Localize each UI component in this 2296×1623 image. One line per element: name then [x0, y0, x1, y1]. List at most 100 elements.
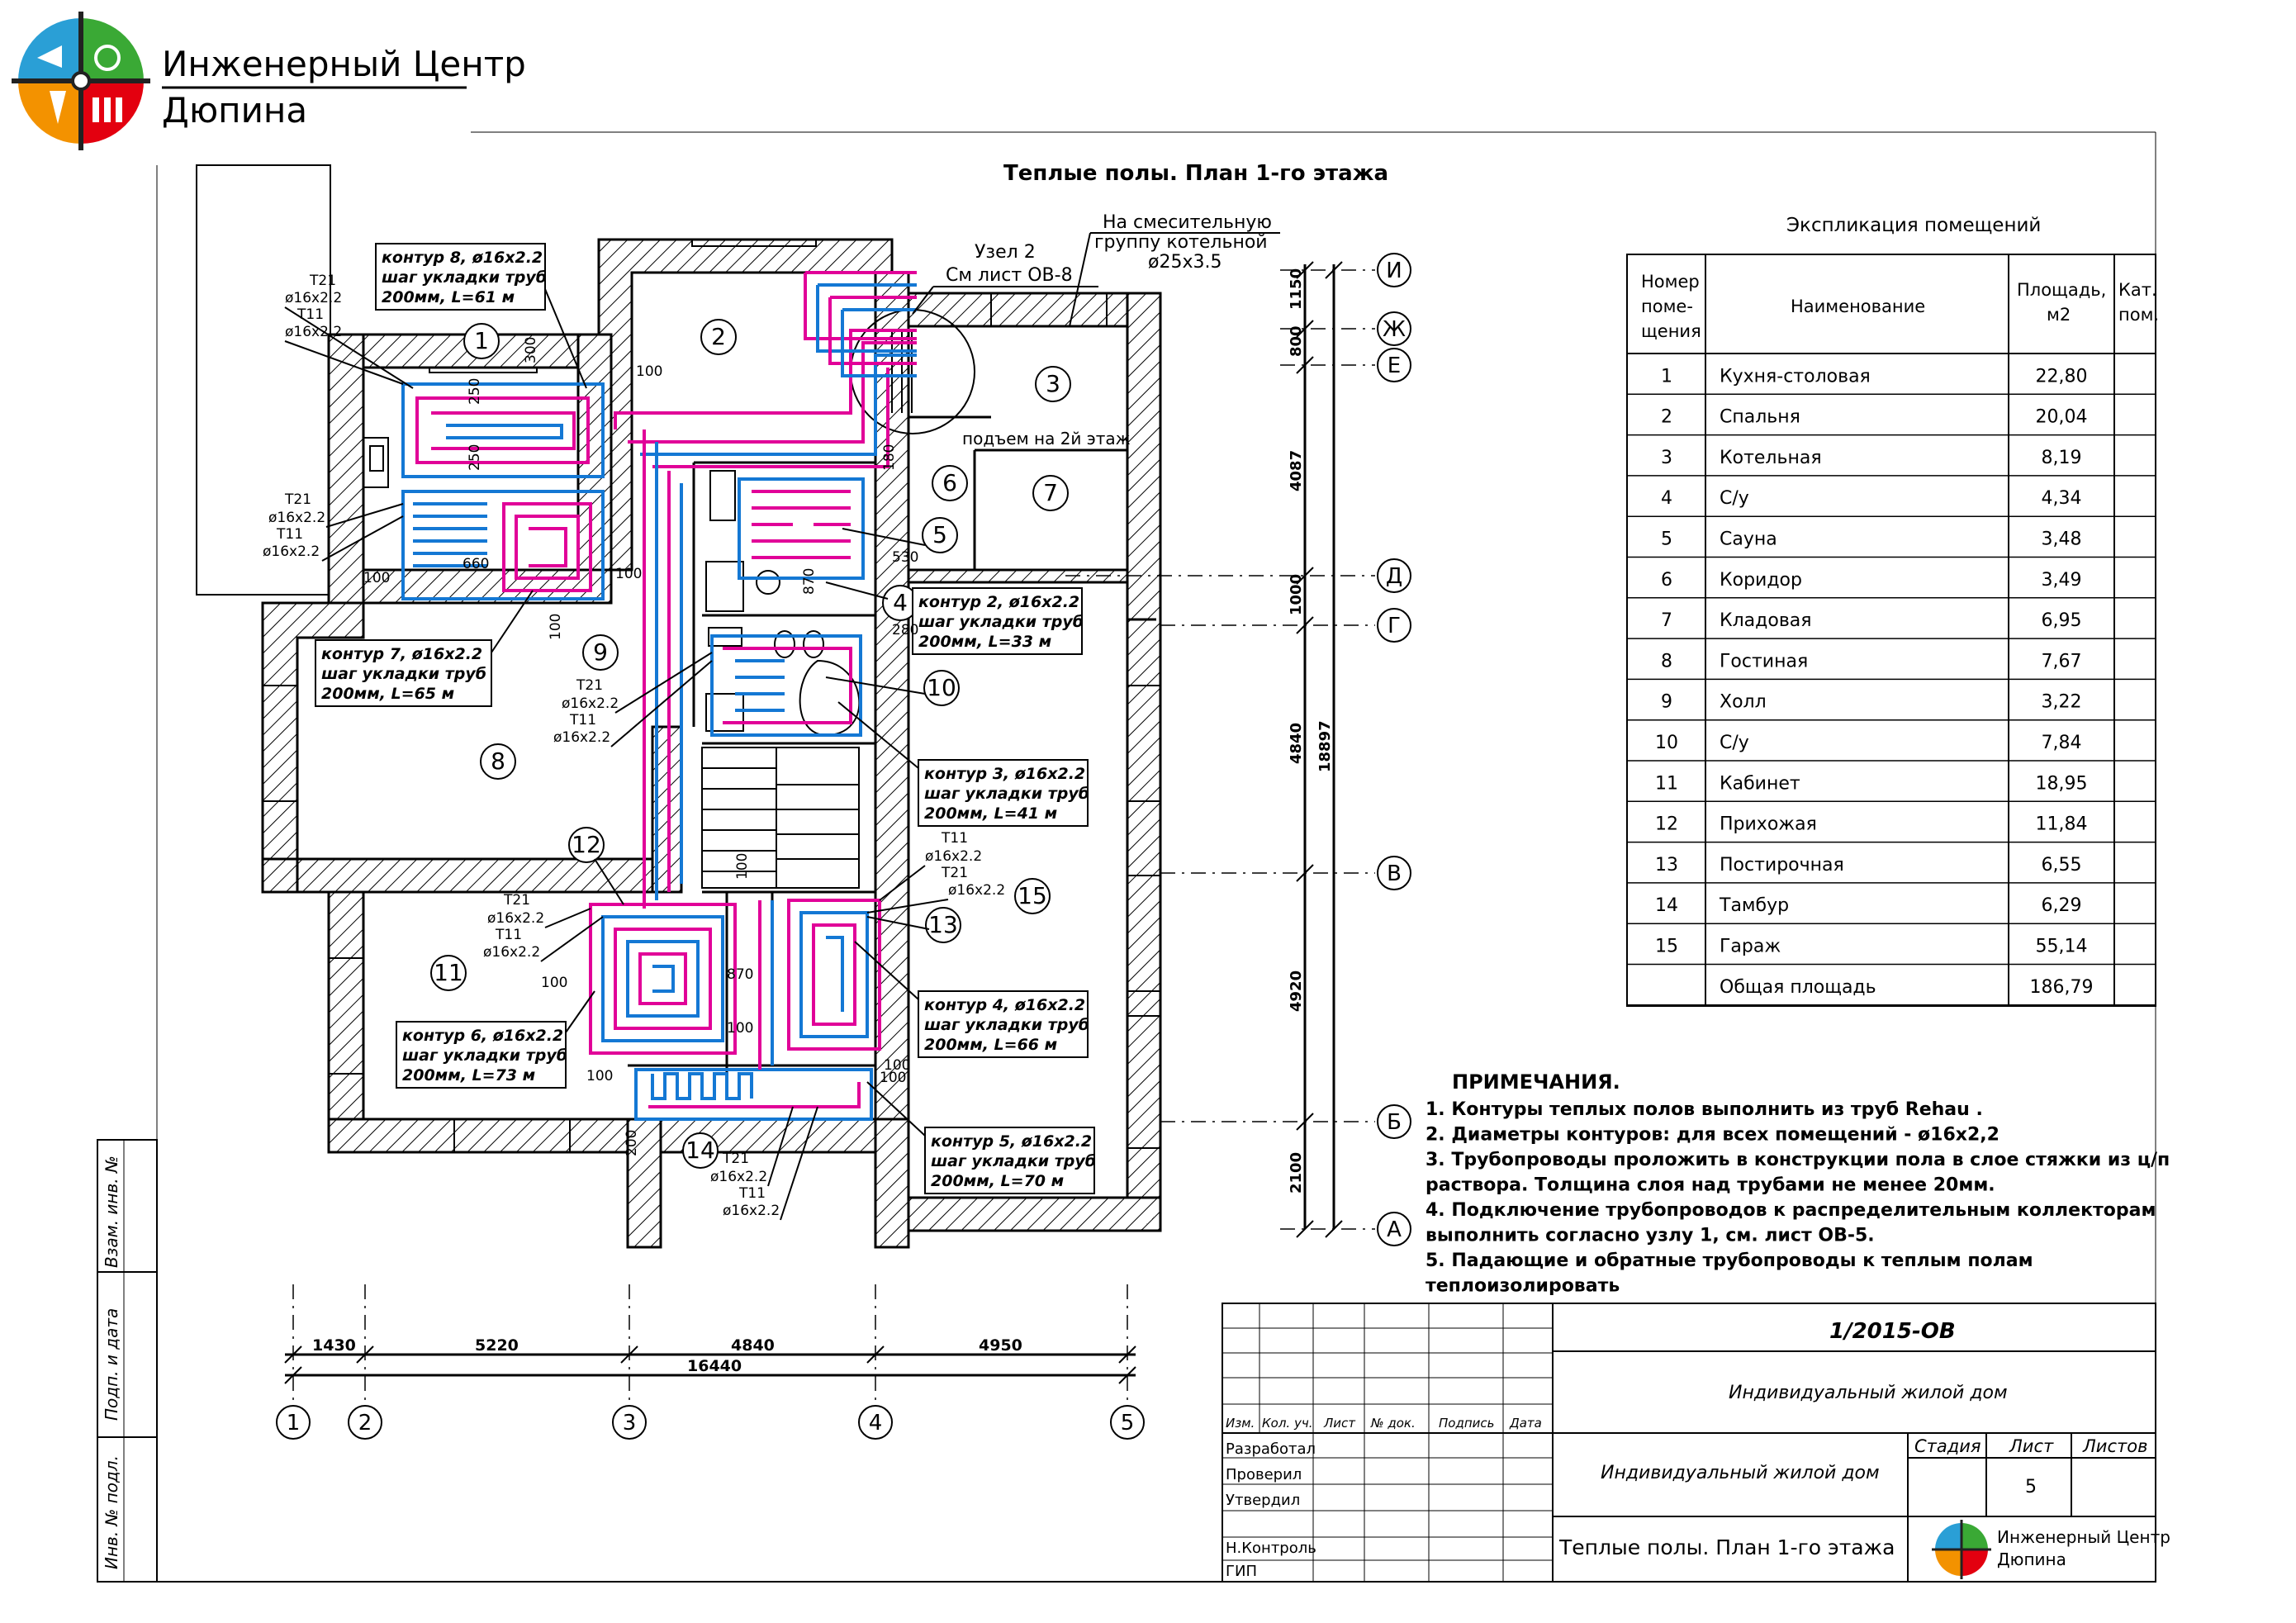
- svg-text:Б: Б: [1387, 1110, 1402, 1135]
- svg-text:А: А: [1387, 1217, 1402, 1242]
- svg-text:Т21: Т21: [503, 892, 530, 909]
- table-cell-area: 7,84: [2042, 733, 2082, 753]
- logo-line1: Инженерный Центр: [162, 44, 526, 84]
- svg-text:контур 6, ø16х2.2: контур 6, ø16х2.2: [402, 1027, 563, 1045]
- svg-text:Кат.: Кат.: [2118, 280, 2157, 300]
- svg-text:100: 100: [880, 1070, 906, 1086]
- svg-text:контур 4, ø16х2.2: контур 4, ø16х2.2: [924, 996, 1085, 1014]
- title-block: Изм. Кол. уч. Лист № док. Подпись Дата Р…: [1222, 1303, 2170, 1583]
- stair: [701, 747, 860, 889]
- svg-text:3: 3: [623, 1411, 637, 1436]
- note-line: выполнить согласно узлу 1, см. лист ОВ-5…: [1426, 1226, 1875, 1246]
- svg-text:100: 100: [734, 853, 751, 880]
- svg-text:300: 300: [523, 337, 539, 363]
- pipe-label-b: Т21 ø16х2.2 Т11 ø16х2.2: [263, 491, 404, 562]
- svg-text:Т11: Т11: [296, 306, 324, 323]
- table-cell-area: 7,67: [2042, 651, 2082, 672]
- svg-text:530: 530: [892, 549, 918, 566]
- svg-text:100: 100: [363, 570, 390, 586]
- pipe-label-e: Т11 ø16х2.2 Т21 ø16х2.2: [866, 830, 1005, 914]
- table-cell-area: 11,84: [2036, 814, 2088, 835]
- table-cell-name: Холл: [1720, 692, 1767, 713]
- table-cell-name: Коридор: [1720, 570, 1802, 591]
- table-cell-number: 2: [1661, 407, 1672, 428]
- svg-text:контур 3, ø16х2.2: контур 3, ø16х2.2: [924, 765, 1085, 783]
- svg-text:5220: 5220: [475, 1336, 519, 1355]
- axes: 1150 800 4087 1000 4840 4920 2100 18897 …: [276, 253, 1411, 1440]
- svg-text:Т11: Т11: [569, 712, 596, 728]
- room-marker-7: 7: [1043, 479, 1058, 506]
- svg-text:пом.: пом.: [2118, 305, 2159, 325]
- svg-text:Н.Контроль: Н.Контроль: [1226, 1540, 1316, 1557]
- svg-text:№ док.: № док.: [1370, 1416, 1416, 1431]
- logo-circle-icon: [12, 12, 150, 150]
- svg-text:шаг укладки труб: шаг укладки труб: [382, 268, 547, 287]
- svg-text:4087: 4087: [1288, 450, 1305, 491]
- svg-text:1150: 1150: [1288, 268, 1305, 310]
- room-marker-15: 15: [1018, 882, 1047, 909]
- wall-stair: [651, 725, 683, 894]
- uzel-line2: См лист ОВ-8: [946, 265, 1073, 286]
- table-cell-area: 6,55: [2042, 855, 2082, 876]
- svg-text:Изм.: Изм.: [1226, 1416, 1255, 1431]
- pipe-label-f: Т21 ø16х2.2 Т11 ø16х2.2: [710, 1106, 818, 1221]
- table-cell-number: 14: [1655, 895, 1678, 916]
- svg-text:ГИП: ГИП: [1226, 1563, 1257, 1580]
- svg-text:Т21: Т21: [941, 865, 968, 881]
- pipe-label-a: Т21 ø16х2.2 Т11 ø16х2.2: [284, 273, 414, 389]
- svg-text:Разработал: Разработал: [1226, 1440, 1316, 1458]
- room-marker-4: 4: [893, 589, 908, 616]
- notes: ПРИМЕЧАНИЯ. 1. Контуры теплых полов выпо…: [1426, 1070, 2170, 1297]
- svg-text:100: 100: [586, 1068, 613, 1084]
- table-cell-name: С/у: [1720, 488, 1749, 509]
- notes-title: ПРИМЕЧАНИЯ.: [1452, 1070, 1620, 1094]
- table-cell-number: 9: [1661, 692, 1672, 713]
- svg-text:поме-: поме-: [1641, 297, 1693, 316]
- callout-line3: ø25х3.5: [1148, 252, 1222, 273]
- table-cell-number: 8: [1661, 651, 1672, 672]
- svg-text:200мм, L=66 м: 200мм, L=66 м: [924, 1036, 1057, 1054]
- svg-text:Е: Е: [1388, 354, 1401, 378]
- stamp-object: Индивидуальный жилой дом: [1729, 1383, 2008, 1403]
- sidebar-inv: Инв. № подл.: [102, 1455, 121, 1569]
- svg-text:щения: щения: [1641, 321, 1701, 341]
- wall-kitchen-west: [327, 333, 365, 605]
- note-line: теплоизолировать: [1426, 1276, 1620, 1297]
- svg-text:Площадь,: Площадь,: [2017, 280, 2106, 300]
- svg-text:250: 250: [467, 444, 483, 471]
- pipe-label-c: Т21 ø16х2.2 Т11 ø16х2.2: [553, 652, 713, 747]
- svg-text:шаг укладки труб: шаг укладки труб: [918, 613, 1084, 631]
- svg-text:Кол. уч.: Кол. уч.: [1262, 1416, 1312, 1431]
- svg-text:м2: м2: [2047, 305, 2071, 325]
- table-cell-area: 4,34: [2042, 488, 2082, 509]
- svg-text:5: 5: [1121, 1411, 1135, 1436]
- svg-text:Лист: Лист: [1323, 1416, 1356, 1431]
- svg-text:200мм, L=33 м: 200мм, L=33 м: [918, 633, 1051, 651]
- contour-label-8: контур 8, ø16х2.2 шаг укладки труб 200мм…: [375, 243, 587, 389]
- svg-text:И: И: [1386, 259, 1402, 283]
- stamp-logo-line1: Инженерный Центр: [1997, 1527, 2170, 1547]
- svg-text:Наименование: Наименование: [1791, 297, 1925, 316]
- note-line: 1. Контуры теплых полов выполнить из тру…: [1426, 1099, 1983, 1120]
- svg-text:ø16х2.2: ø16х2.2: [487, 910, 544, 927]
- svg-text:Т11: Т11: [495, 927, 522, 943]
- axis-letter-markers: И Ж Е Д Г В Б А: [1377, 253, 1411, 1246]
- svg-text:2100: 2100: [1288, 1152, 1305, 1194]
- svg-text:4920: 4920: [1288, 970, 1305, 1012]
- wall-living-s: [296, 857, 654, 894]
- svg-text:200мм, L=61 м: 200мм, L=61 м: [382, 288, 515, 306]
- svg-text:200мм, L=65 м: 200мм, L=65 м: [321, 685, 454, 703]
- table-cell-area: 186,79: [2030, 977, 2094, 998]
- table-cell-name: Кабинет: [1720, 773, 1800, 794]
- wall-garage-s: [907, 1196, 1162, 1232]
- svg-text:200мм, L=41 м: 200мм, L=41 м: [924, 804, 1057, 823]
- svg-text:870: 870: [727, 966, 753, 983]
- svg-text:Т11: Т11: [276, 526, 303, 543]
- svg-text:Проверил: Проверил: [1226, 1466, 1302, 1483]
- room-marker-3: 3: [1046, 370, 1060, 397]
- svg-text:Д: Д: [1386, 564, 1402, 589]
- wall-kitchen-north: [325, 333, 580, 373]
- svg-text:ø16х2.2: ø16х2.2: [263, 543, 320, 560]
- svg-text:Т21: Т21: [309, 273, 336, 289]
